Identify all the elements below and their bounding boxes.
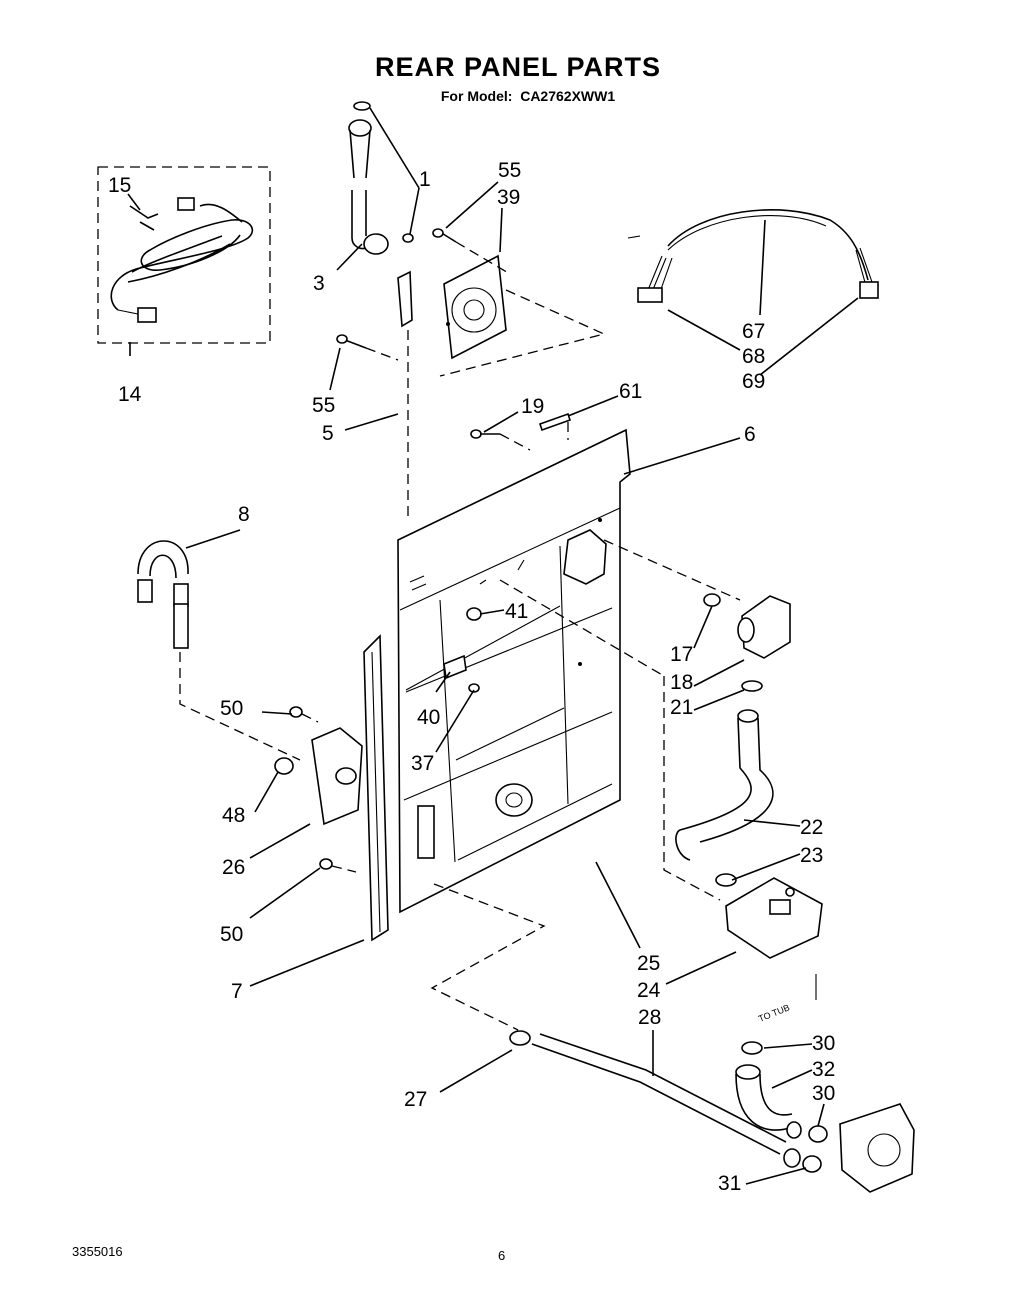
callout-28: 28 <box>638 1006 661 1029</box>
callout-1: 1 <box>419 168 431 191</box>
callout-8: 8 <box>238 503 250 526</box>
fill-hose-fitting <box>348 101 414 255</box>
callout-22: 22 <box>800 816 823 839</box>
callout-69: 69 <box>742 370 765 393</box>
callout-50-top: 50 <box>220 697 243 720</box>
trim-strip <box>363 634 389 942</box>
model-label: For Model: <box>440 88 513 104</box>
callout-21: 21 <box>670 696 693 719</box>
callout-labels: 1 3 55 39 15 14 67 68 69 55 5 19 61 6 8 … <box>108 159 835 1195</box>
callout-32: 32 <box>812 1058 835 1081</box>
callout-40: 40 <box>417 706 440 729</box>
power-cord-kit <box>97 166 271 344</box>
callout-15: 15 <box>108 174 131 197</box>
callout-24: 24 <box>637 979 661 1002</box>
callout-3: 3 <box>313 272 325 295</box>
rear-panel <box>397 428 741 914</box>
screw-and-pin <box>470 412 572 451</box>
hose-22 <box>675 709 774 887</box>
bracket <box>336 270 413 520</box>
callout-14: 14 <box>118 383 142 406</box>
model-subtitle: For Model: CA2762XWW1 <box>0 88 1036 104</box>
callout-39: 39 <box>497 186 520 209</box>
callout-17: 17 <box>670 643 693 666</box>
callout-27: 27 <box>404 1088 427 1111</box>
callout-41: 41 <box>505 600 528 623</box>
wire-harness <box>627 209 879 303</box>
timer-plate <box>432 228 606 377</box>
callout-55-left: 55 <box>312 394 335 417</box>
callout-50-bottom: 50 <box>220 923 243 946</box>
callout-37: 37 <box>411 752 434 775</box>
pump-assembly <box>663 593 791 901</box>
hose-8 <box>137 540 301 761</box>
document-number: 3355016 <box>72 1244 123 1259</box>
callout-18: 18 <box>670 671 693 694</box>
callout-30-top: 30 <box>812 1032 835 1055</box>
callout-31: 31 <box>718 1172 741 1195</box>
page-number: 6 <box>498 1248 506 1263</box>
tub-hose <box>735 974 915 1193</box>
callout-5: 5 <box>322 422 334 445</box>
callout-30-bottom: 30 <box>812 1082 835 1105</box>
model-number: CA2762XWW1 <box>520 88 616 104</box>
callout-7: 7 <box>231 980 243 1003</box>
callout-26: 26 <box>222 856 245 879</box>
to-tub-label: TO TUB <box>757 1002 791 1024</box>
callout-68: 68 <box>742 345 765 368</box>
leader-lines <box>127 107 859 1185</box>
callout-6: 6 <box>744 423 756 446</box>
callout-48: 48 <box>222 804 245 827</box>
callout-55-top: 55 <box>498 159 521 182</box>
callout-19: 19 <box>521 395 544 418</box>
callout-61: 61 <box>619 380 642 403</box>
drain-hose <box>430 883 801 1168</box>
callout-67: 67 <box>742 320 765 343</box>
filter-housing <box>725 877 823 959</box>
page-title: REAR PANEL PARTS <box>374 52 662 82</box>
callout-23: 23 <box>800 844 823 867</box>
callout-25: 25 <box>637 952 660 975</box>
vent-assembly <box>274 706 363 873</box>
